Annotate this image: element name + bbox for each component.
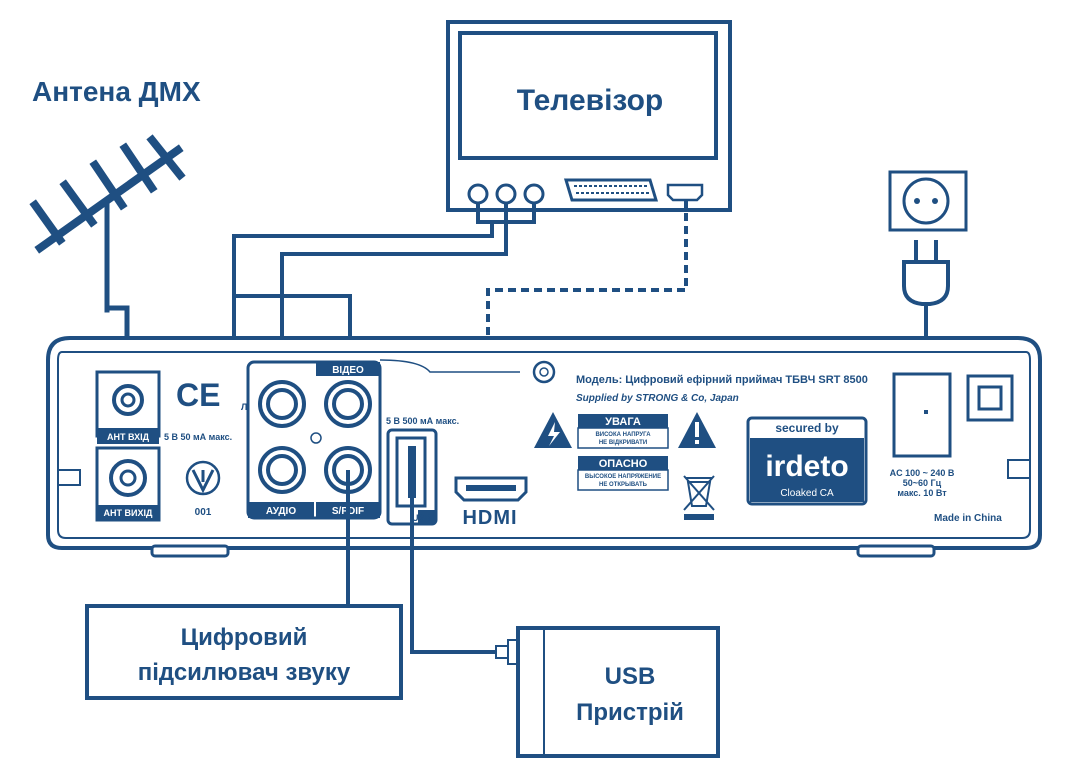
made-in-label: Made in China [934, 513, 1002, 524]
rca-audio-left-port [258, 380, 306, 428]
usb-port-label: USB [412, 513, 432, 523]
irdeto-badge: secured by irdeto Cloaked CA [746, 416, 868, 506]
tv-scart-port [563, 178, 659, 202]
av-ports-block: ВІДЕО АУДІО S/PDIF Л [241, 360, 382, 520]
usb-device-box: USB Пристрій [516, 626, 720, 758]
irdeto-logo: irdeto [765, 450, 848, 483]
tv-unit: Телевізор [446, 20, 732, 212]
certification-mark-icon [185, 460, 221, 496]
tv-rca-jack [467, 183, 489, 205]
exclamation-warning-icon [678, 412, 716, 448]
lightning-warning-icon [534, 412, 572, 448]
model-label: Модель: Цифровий ефірний приймач ТБВЧ SR… [576, 374, 868, 386]
power-spec-line3: макс. 10 Вт [897, 488, 947, 498]
danger-box: ОПАСНО ВЫСОКОЕ НАПРЯЖЕНИЕ НЕ ОТКРЫВАТЬ [577, 456, 669, 491]
audio-label: АУДІО [266, 506, 296, 517]
amplifier-label-line1: Цифровий [181, 624, 308, 651]
power-plug-icon [902, 240, 950, 320]
weee-bin-icon [683, 475, 715, 520]
warning-title: УВАГА [605, 416, 641, 428]
digital-amplifier-box: Цифровий підсилювач звуку [85, 604, 403, 700]
tv-rca-jack [523, 183, 545, 205]
tv-label: Телевізор [517, 84, 663, 117]
ant-in-label: АНТ ВХІД [107, 432, 150, 442]
cloaked-ca-label: Cloaked CA [780, 488, 834, 499]
supplier-label: Supplied by STRONG & Co, Japan [576, 393, 739, 404]
warning-line2: НЕ ВІДКРИВАТИ [599, 440, 647, 446]
double-insulation-icon [966, 374, 1014, 422]
secured-by-label: secured by [775, 421, 839, 435]
antenna-icon [29, 134, 186, 313]
tv-hdmi-port [666, 183, 704, 202]
danger-title: ОПАСНО [599, 458, 648, 470]
audio-left-label: Л [241, 402, 247, 412]
power-spec-line2: 50~60 Гц [903, 478, 942, 488]
usb-power-label: 5 В 500 мА макс. [386, 416, 459, 426]
tv-rca-jack [495, 183, 517, 205]
receiver-hdmi-port: HDMI [454, 476, 528, 529]
ce-mark: CE [176, 377, 220, 413]
antenna-output-port: АНТ ВИХІД [95, 446, 161, 522]
rca-video-port [324, 380, 372, 428]
antenna-label: Антена ДМХ [32, 76, 201, 107]
usb-device-label-line1: USB [605, 663, 656, 690]
usb-port: USB [386, 428, 438, 526]
power-input-port [892, 372, 952, 458]
amplifier-label-line2: підсилювач звуку [138, 659, 351, 686]
warning-box: УВАГА ВИСОКА НАПРУГА НЕ ВІДКРИВАТИ [577, 414, 669, 449]
usb-device-label-line2: Пристрій [576, 699, 684, 726]
hdmi-logo: HDMI [462, 507, 517, 529]
usb-cable [410, 498, 500, 654]
wall-socket-icon [888, 170, 968, 232]
danger-line1: ВЫСОКОЕ НАПРЯЖЕНИЕ [585, 474, 661, 480]
ant-power-label: 5 В 50 мА макс. [164, 432, 232, 442]
video-label: ВІДЕО [332, 365, 364, 376]
warning-line1: ВИСОКА НАПРУГА [595, 432, 651, 438]
cert-number: 001 [195, 507, 212, 518]
usb-device-plug-icon [495, 639, 519, 665]
danger-line2: НЕ ОТКРЫВАТЬ [599, 482, 648, 488]
ant-out-label: АНТ ВИХІД [104, 508, 153, 518]
power-spec-line1: AC 100 ~ 240 В [890, 468, 955, 478]
rca-audio-right-port [258, 446, 306, 494]
antenna-input-port: АНТ ВХІД [95, 370, 161, 444]
